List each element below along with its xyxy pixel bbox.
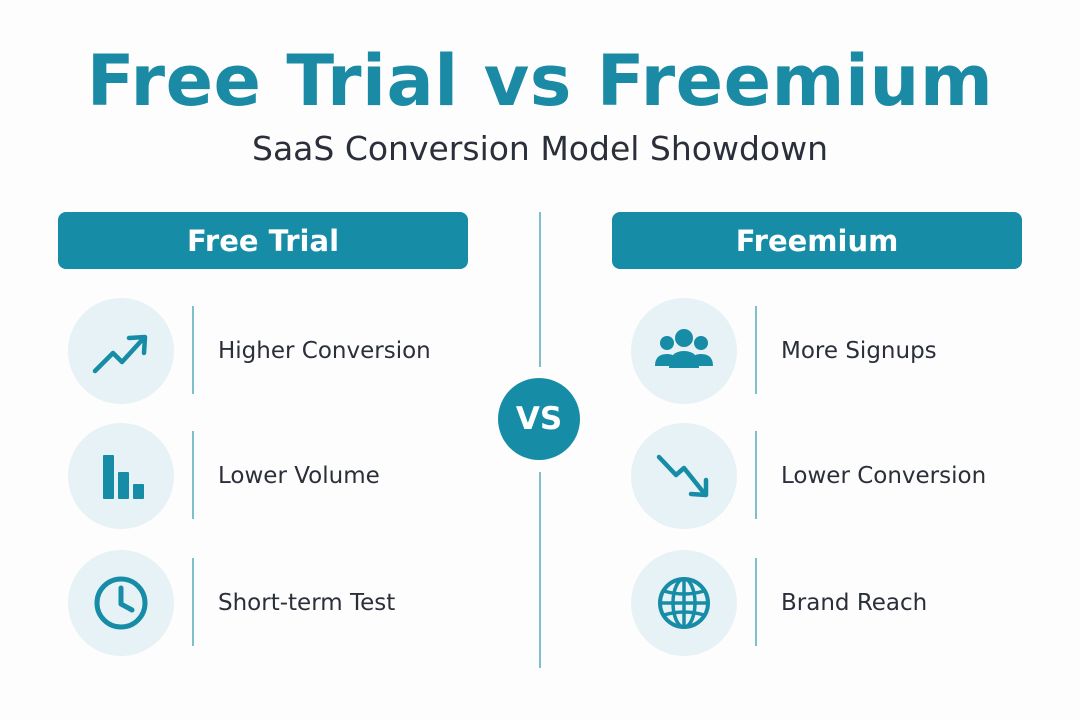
clock-icon	[68, 550, 174, 656]
trending-down-icon	[631, 423, 737, 529]
item-label: Short-term Test	[218, 590, 396, 616]
center-divider-bottom	[539, 472, 541, 668]
item-label: Higher Conversion	[218, 338, 431, 364]
globe-icon	[631, 550, 737, 656]
page-subtitle: SaaS Conversion Model Showdown	[252, 129, 828, 168]
item-divider	[192, 558, 194, 646]
item-label: Brand Reach	[781, 590, 928, 616]
item-divider	[755, 431, 757, 519]
item-divider	[192, 306, 194, 394]
bar-chart-icon	[68, 423, 174, 529]
item-label: Lower Volume	[218, 463, 380, 489]
freemium-header: Freemium	[612, 212, 1022, 269]
page-title: Free Trial vs Freemium	[86, 40, 994, 122]
item-label: More Signups	[781, 338, 937, 364]
vs-badge: VS	[498, 378, 580, 460]
users-icon	[631, 298, 737, 404]
item-label: Lower Conversion	[781, 463, 987, 489]
item-divider	[755, 558, 757, 646]
item-divider	[192, 431, 194, 519]
item-divider	[755, 306, 757, 394]
trending-up-icon	[68, 298, 174, 404]
center-divider-top	[539, 212, 541, 367]
free-trial-header: Free Trial	[58, 212, 468, 269]
